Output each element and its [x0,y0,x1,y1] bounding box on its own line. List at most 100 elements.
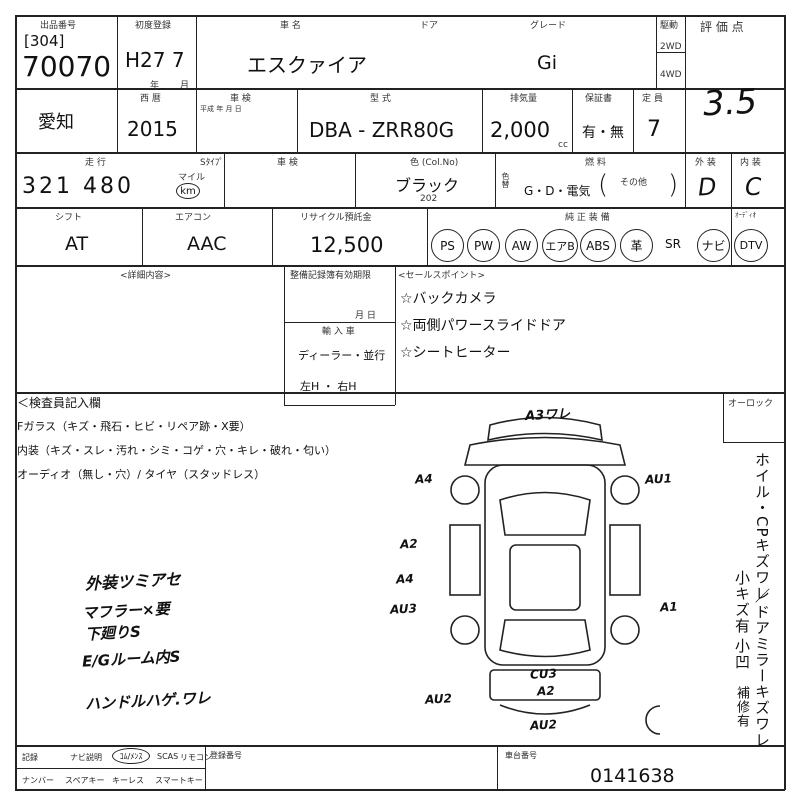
side-note-3: ／ドアミラーキズワレ [753,588,771,748]
cc-unit: cc [558,140,568,150]
score-label: 評 価 点 [700,20,744,34]
ext-grade: D [697,172,718,202]
car-name-label: 車 名 [280,21,301,31]
import-label: 輸 入 車 [322,327,355,337]
fuel-label: 燃 料 [585,158,606,168]
fuel-paren-close: ) [668,170,679,200]
ext-label: 外 装 [695,158,716,168]
inspector-line-2: 内装（キズ・スレ・汚れ・シミ・コゲ・穴・キレ・破れ・匂い） [17,444,336,457]
side-note-5: 補修有 [734,686,749,728]
inspector-line-1: Fガラス（キズ・飛石・ヒビ・リペア跡・X要） [17,420,251,433]
capacity: 7 [647,117,661,142]
equip-extra-label: ｵｰﾃﾞｨｵ [735,211,756,219]
mark-au2-left: AU2 [424,691,453,707]
fuel: G・D・電気 [524,184,591,198]
drive-4wd: 4WD [660,70,682,80]
hw-note-3: 下廻りS [84,622,142,644]
side-note-2: 小キズ有 [733,570,751,634]
capacity-label: 定 員 [642,94,663,104]
equip-aw: AW [505,229,538,262]
inspector-line-3: オーディオ（無し・穴）/ タイヤ（スタッドレス） [17,468,266,481]
lot-label: 出品番号 [40,21,77,31]
footer-plate: ナンバー [22,776,54,785]
mark-a3: A3ワレ [524,406,571,425]
footer-keyless: キーレス [112,776,144,785]
grade: Gi [537,52,558,74]
mark-a2-rear: A2 [536,683,555,699]
year: 2015 [127,117,178,141]
mark-a4-top: A4 [414,471,433,487]
equip-ps: PS [431,229,464,262]
hw-note-2: マフラー×要 [81,599,171,623]
mark-au3: AU3 [389,601,418,617]
equip-label: 純 正 装 備 [565,213,610,223]
hw-note-4: E/Gルーム内S [81,647,181,671]
region: 愛知 [38,112,74,133]
ac-label: エアコン [175,213,212,223]
detail-label: <詳細内容> [120,271,172,281]
ac: AAC [187,233,227,255]
mark-a2-left: A2 [399,536,418,552]
record-month-day: 月 日 [355,311,376,321]
chassis-label: 車 検 [277,158,298,168]
model-label: 型 式 [370,94,391,104]
color-change-label: 色替 [501,172,510,188]
mark-au1: AU1 [644,471,673,487]
lot-area: [304] [24,32,65,50]
equip-leather: 革 [620,229,653,262]
warranty-label: 保証書 [585,94,613,104]
grade-label: グレード [530,21,567,31]
odometer-label: オーロック [728,399,774,409]
inspection-sub: 平成 年 月 日 [200,105,242,113]
score: 3.5 [701,81,759,125]
drive-label: 駆動 [660,21,679,31]
dealer-type: ディーラー・並行 [298,349,386,362]
equip-pw: PW [467,229,500,262]
footer-scas: SCAS [157,752,179,761]
inspection-label: 車 検 [230,94,251,104]
color-label: 色 (Col.No) [410,158,459,168]
inspector-title: ＜検査員記入欄 [17,396,102,410]
hw-note-5: ハンドルハゲ.ワレ [84,688,212,714]
sales-point-1: ☆バックカメラ [400,291,497,307]
car-diagram [449,416,660,735]
first-reg: H27 7 [125,48,185,72]
model: DBA - ZRR80G [309,118,455,142]
color-no: 202 [420,194,438,204]
side-note-1: ホイル・CPキズワレ [753,452,771,602]
shift: AT [65,233,89,255]
sales-point-3: ☆シートヒーター [400,345,511,361]
sales-label: <セールスポイント> [398,271,486,281]
shift-type-label: Sﾀｲﾌﾟ [200,158,224,168]
sales-point-2: ☆両側パワースライドドア [400,318,566,334]
mileage-label: 走 行 [85,158,106,168]
door-label: ドア [420,21,439,31]
shift-label: シフト [55,213,83,223]
first-reg-label: 初度登録 [135,21,172,31]
fuel-other: その他 [620,178,648,188]
chassis-no-label: 車台番号 [505,751,537,760]
lot-number: 70070 [22,50,112,83]
mileage-unit: km [176,183,200,199]
mile-label: マイル [178,173,206,183]
equip-airbag: エアB [542,229,578,262]
chassis-no: 0141638 [590,765,675,787]
drive-2wd: 2WD [660,42,682,52]
mark-a4-mid: A4 [395,571,414,587]
warranty: 有・無 [582,125,624,141]
mark-a1: A1 [659,599,678,615]
mileage: 321 480 [22,174,134,199]
equip-dtv: DTV [734,229,768,262]
color: ブラック [395,176,460,195]
reg-label: 登録番号 [210,751,242,760]
recycle: 12,500 [310,233,384,257]
car-name: エスクァイア [247,53,367,77]
equip-sr: SR [665,237,681,251]
int-label: 内 装 [740,158,761,168]
side-note-4: 小凹 [733,638,751,670]
footer-navi: ナビ説明 [70,753,102,762]
record-label: 整備記録簿有効期限 [290,271,372,281]
footer-smart-key: スマートキー [155,776,203,785]
year-mark: 年 [150,81,160,91]
mark-cu3: CU3 [529,666,558,682]
